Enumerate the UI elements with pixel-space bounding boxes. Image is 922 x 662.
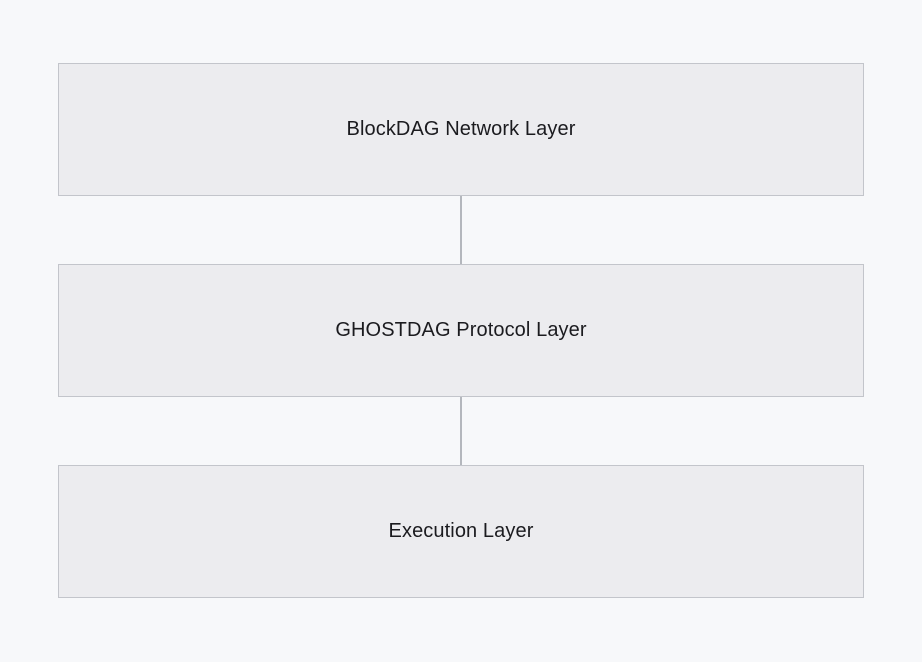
layer-label: Execution Layer bbox=[388, 520, 534, 542]
layer-box-blockdag-network: BlockDAG Network Layer bbox=[58, 63, 864, 196]
connector-line-1 bbox=[460, 196, 462, 264]
layer-label: BlockDAG Network Layer bbox=[346, 118, 576, 140]
layer-box-ghostdag-protocol: GHOSTDAG Protocol Layer bbox=[58, 264, 864, 397]
connector-line-2 bbox=[460, 397, 462, 465]
layer-box-execution: Execution Layer bbox=[58, 465, 864, 598]
layer-label: GHOSTDAG Protocol Layer bbox=[335, 319, 587, 341]
